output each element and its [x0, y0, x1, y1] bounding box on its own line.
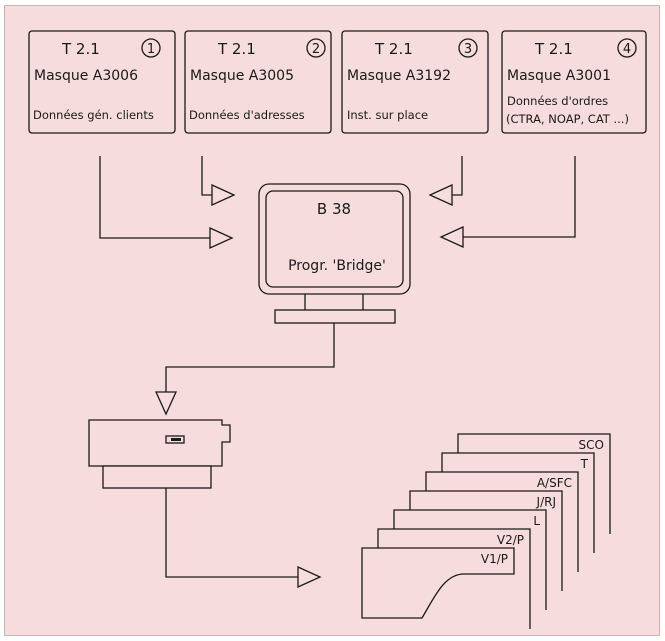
step-number-circle [617, 38, 637, 58]
tape-unit-base [102, 465, 212, 489]
source-box-ref: T 2.1 [61, 40, 100, 58]
mask-description: Données d'ordres [507, 94, 608, 108]
output-sheet-label: SCO [579, 438, 604, 452]
output-sheet: V1/P [361, 547, 515, 619]
connector-box-3-to-terminal [428, 156, 463, 207]
mask-description: Inst. sur place [347, 108, 428, 122]
source-box-ref: T 2.1 [374, 40, 413, 58]
source-box-ref: T 2.1 [534, 40, 573, 58]
mask-description: Données d'adresses [189, 108, 305, 122]
terminal-base [274, 309, 396, 324]
terminal-screen-outer [258, 183, 411, 295]
output-sheet-label: V1/P [481, 552, 508, 566]
step-number-circle [306, 38, 326, 58]
terminal-screen-inner [265, 190, 404, 288]
step-number: 4 [623, 42, 631, 57]
source-box-3: T 2.1 3 Masque A3192 Inst. sur place [341, 30, 489, 134]
mask-name: Masque A3006 [34, 68, 138, 84]
terminal-b38: B 38 Progr. 'Bridge' [258, 183, 411, 324]
connector-terminal-to-tape [154, 323, 335, 416]
step-number: 3 [464, 42, 472, 57]
mask-description-line2: (CTRA, NOAP, CAT ...) [506, 112, 629, 126]
mask-name: Masque A3001 [507, 68, 611, 84]
arrowhead-right [209, 226, 234, 250]
arrowhead-down [154, 391, 178, 416]
mask-description: Données gén. clients [33, 108, 154, 122]
tape-unit [88, 419, 231, 489]
output-sheet-label: L [533, 514, 540, 528]
terminal-stand [304, 294, 364, 310]
step-number: 1 [147, 42, 155, 57]
terminal-program: Progr. 'Bridge' [288, 258, 386, 274]
terminal-title: B 38 [317, 200, 351, 218]
tape-unit-body [88, 419, 231, 467]
connector-box-2-to-terminal [201, 156, 236, 207]
mask-name: Masque A3192 [347, 68, 451, 84]
arrowhead-right [211, 183, 236, 207]
source-box-ref: T 2.1 [217, 40, 256, 58]
output-sheet-stack: SCO T A/SFC J/RJ L V2/P V1/P [361, 433, 611, 629]
output-sheet-label: V2/P [497, 533, 524, 547]
arrowhead-left [428, 183, 453, 207]
mask-name: Masque A3005 [190, 68, 294, 84]
arrowhead-left [439, 225, 464, 249]
tape-slot [171, 438, 181, 441]
step-number-circle [141, 38, 161, 58]
source-box-1: T 2.1 1 Masque A3006 Données gén. client… [28, 30, 176, 134]
output-sheet-label: T [580, 457, 589, 471]
tape-drive-icon [165, 435, 185, 444]
output-sheet-label: J/RJ [536, 495, 556, 509]
step-number-circle [458, 38, 478, 58]
connector-tape-to-sheets [165, 488, 322, 589]
source-box-2: T 2.1 2 Masque A3005 Données d'adresses [184, 30, 332, 134]
connector-box-4-to-terminal [439, 156, 576, 249]
connector-box-1-to-terminal [99, 156, 234, 250]
arrowhead-right [297, 565, 322, 589]
output-sheet-label: A/SFC [537, 476, 572, 490]
step-number: 2 [312, 42, 320, 57]
source-box-4: T 2.1 4 Masque A3001 Données d'ordres (C… [501, 30, 647, 134]
